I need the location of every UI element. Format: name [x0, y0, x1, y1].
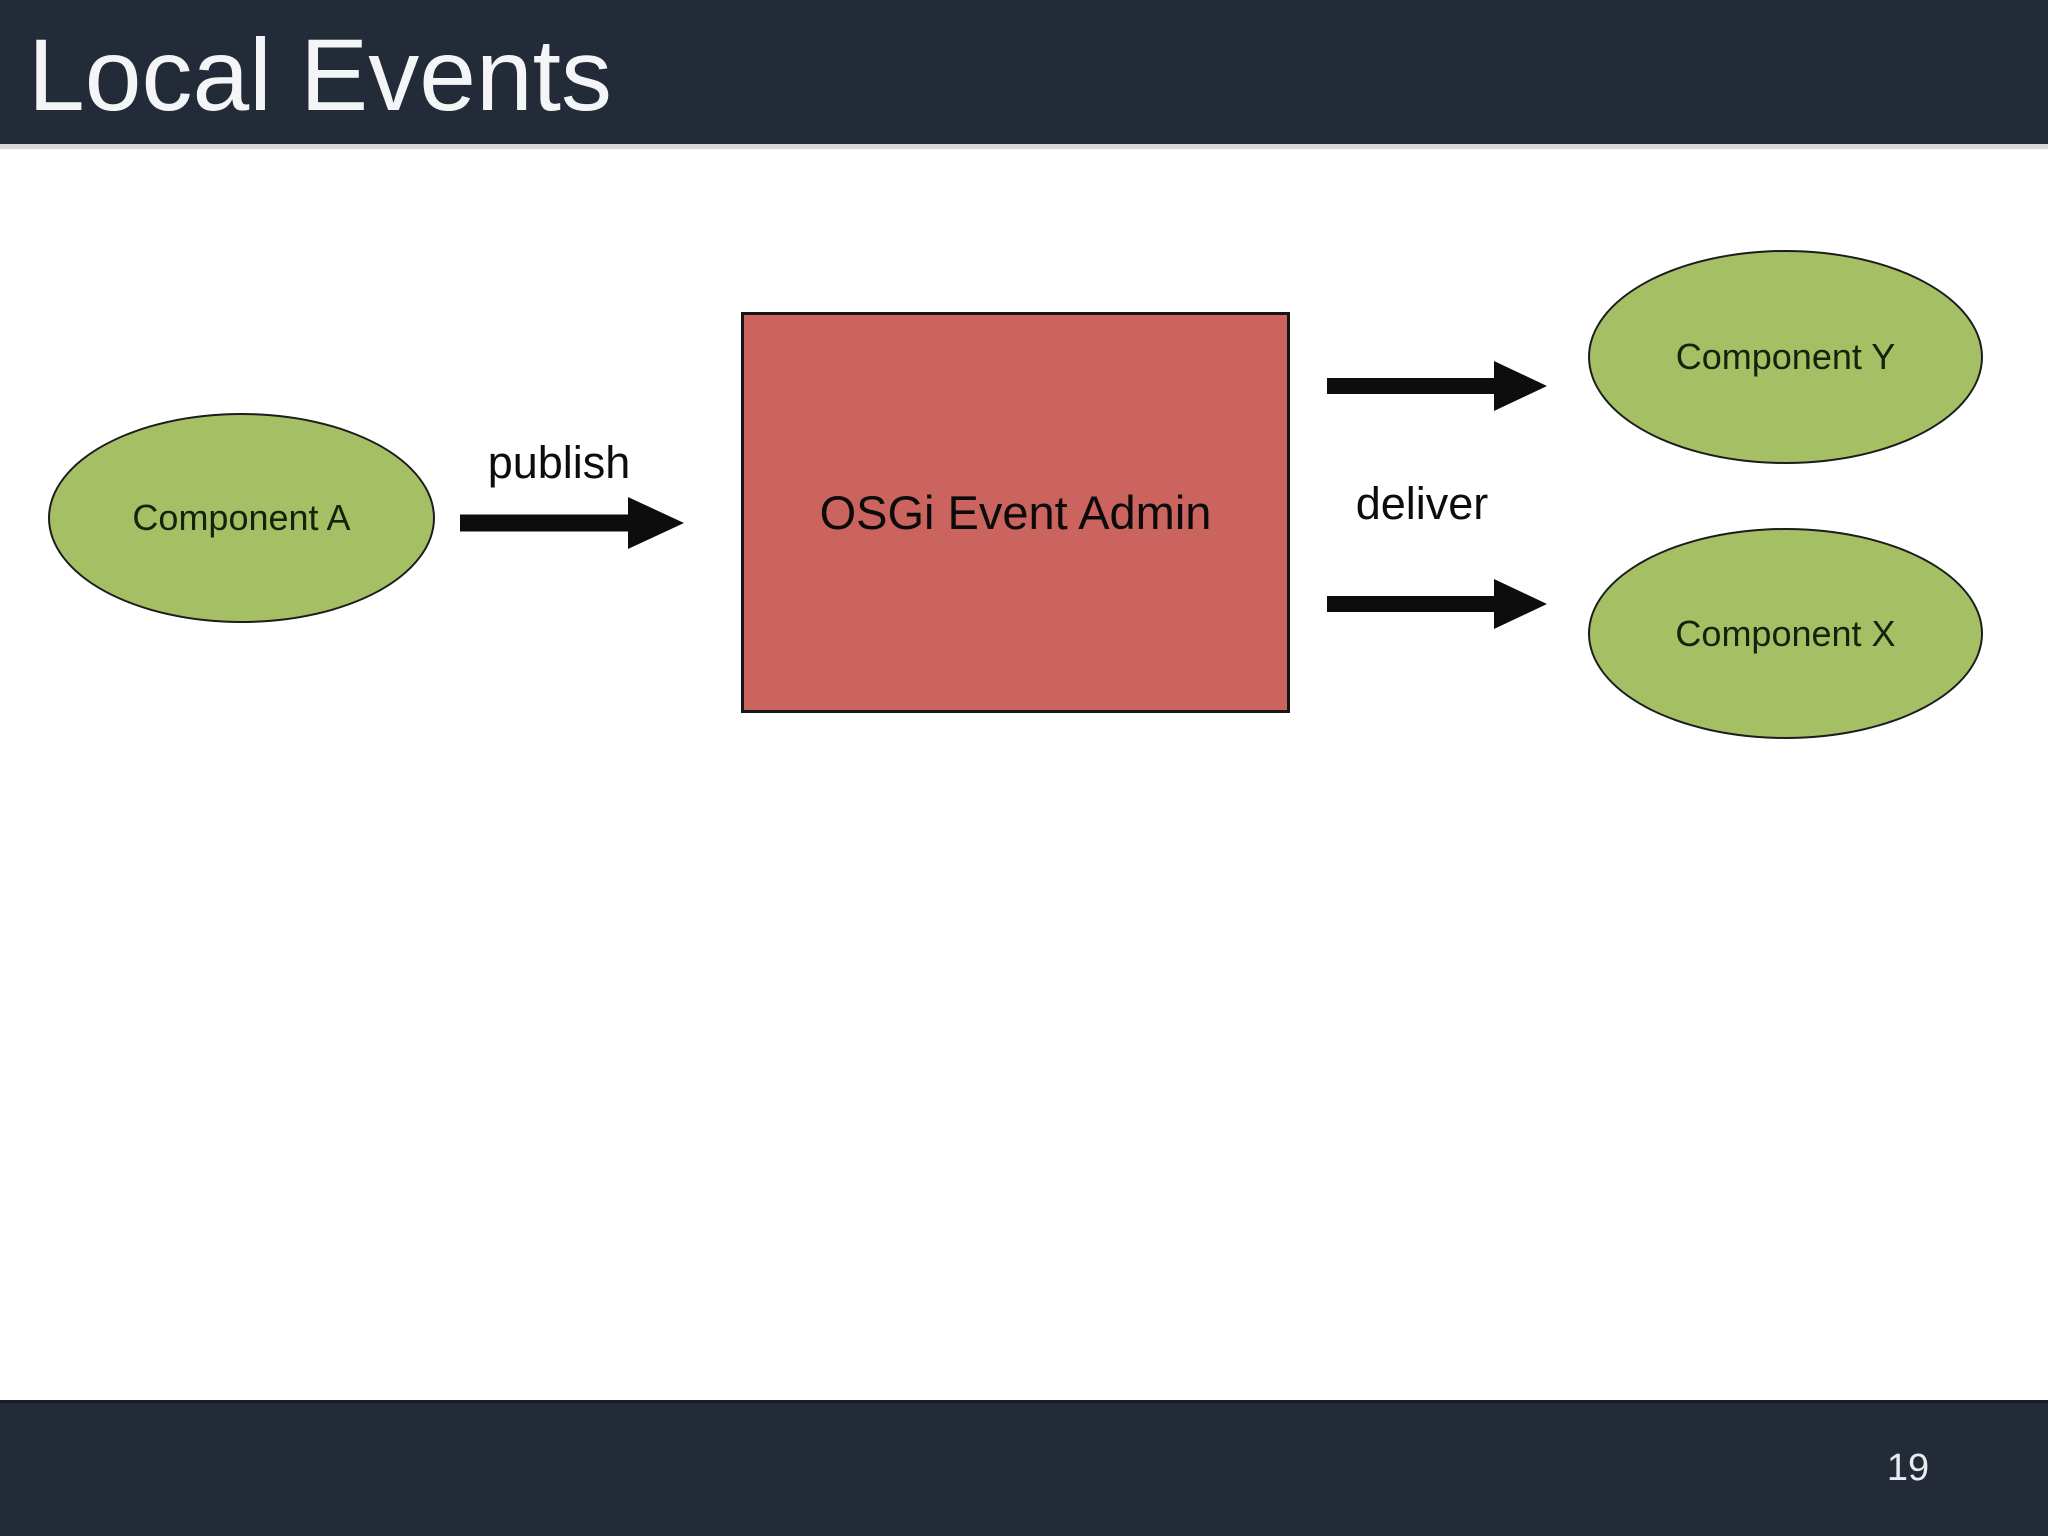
node-component-x: Component X	[1588, 528, 1983, 739]
node-component-y: Component Y	[1588, 250, 1983, 464]
publish-edge-label: publish	[487, 437, 631, 488]
node-component-y-label: Component Y	[1675, 336, 1896, 377]
node-component-a-label: Component A	[132, 497, 351, 538]
deliver-arrow-bottom	[1327, 579, 1547, 629]
node-osgi-event-admin-label: OSGi Event Admin	[819, 486, 1212, 539]
publish-arrow	[460, 497, 684, 549]
node-component-a: Component A	[48, 413, 435, 623]
deliver-arrow-top	[1327, 361, 1547, 411]
node-component-x-label: Component X	[1675, 612, 1896, 654]
page-title: Local Events	[28, 18, 613, 132]
deliver-edge-label: deliver	[1355, 478, 1489, 529]
page-number: 19	[1886, 1447, 1930, 1489]
slide-footer	[0, 1400, 2048, 1536]
node-osgi-event-admin: OSGi Event Admin	[741, 312, 1290, 713]
slide-header: Local Events	[0, 0, 2048, 149]
